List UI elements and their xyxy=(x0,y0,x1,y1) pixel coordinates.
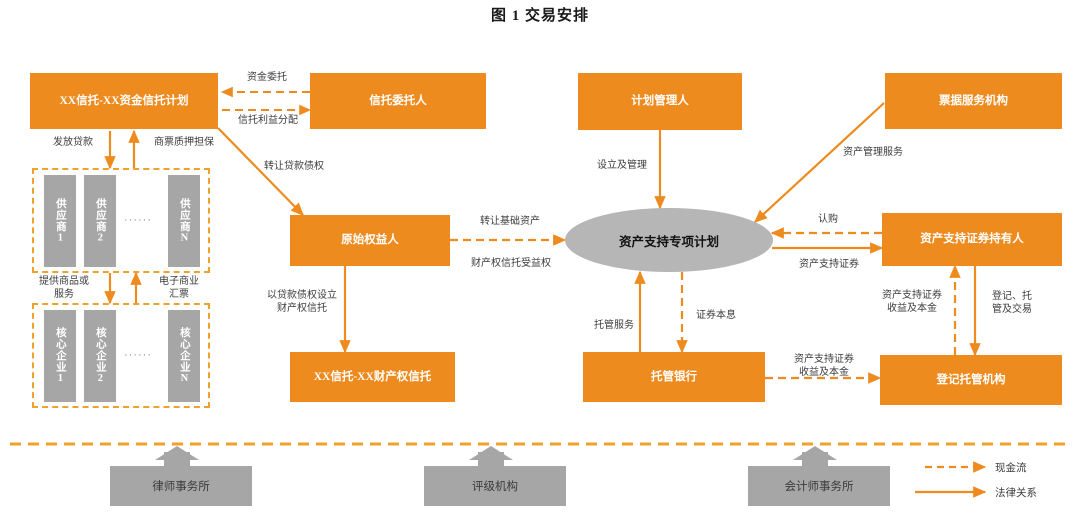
label-abs-income-principal-v: 资产支持证券 收益及本金 xyxy=(882,290,942,314)
edge-asset-mgmt-service xyxy=(754,102,885,223)
up-arrow-head-icon xyxy=(155,446,199,460)
label-asset-mgmt-service: 资产管理服务 xyxy=(843,147,903,158)
label-provide-goods-services: 提供商品或 服务 xyxy=(39,276,89,300)
label-custody-service: 托管服务 xyxy=(594,320,634,331)
label-transfer-loan-claim: 转让贷款债权 xyxy=(264,161,324,172)
up-arrow-head-icon xyxy=(469,446,513,460)
node-fund-trust-plan[interactable]: XX信托-XX资金信托计划 xyxy=(30,73,218,129)
node-core-enterprise-n[interactable]: 核心企业N xyxy=(168,310,200,402)
node-property-trust[interactable]: XX信托-XX财产权信托 xyxy=(290,352,455,402)
core-enterprise-ellipsis: ······ xyxy=(124,349,152,361)
node-originator[interactable]: 原始权益人 xyxy=(290,215,450,266)
node-abs-holder[interactable]: 资产支持证券持有人 xyxy=(882,213,1062,266)
label-setup-and-manage: 设立及管理 xyxy=(597,160,647,171)
page-title: 图 1 交易安排 xyxy=(490,8,589,24)
label-property-trust-beneficiary: 财产权信托受益权 xyxy=(471,258,551,269)
node-trust-settlor[interactable]: 信托委托人 xyxy=(310,73,486,129)
node-abs-special-plan[interactable]: 资产支持专项计划 xyxy=(565,208,773,272)
legend-cash-flow-label: 现金流 xyxy=(995,463,1027,474)
service-law-firm-label: 律师事务所 xyxy=(110,466,252,506)
label-abs-securities: 资产支持证券 xyxy=(799,259,859,270)
label-fund-entrust: 资金委托 xyxy=(247,72,287,83)
node-core-enterprise-1[interactable]: 核心企业1 xyxy=(44,310,76,402)
label-bill-pledge-guarantee: 商票质押担保 xyxy=(154,137,214,148)
supplier-ellipsis: ······ xyxy=(124,214,152,226)
node-plan-manager[interactable]: 计划管理人 xyxy=(578,73,742,130)
label-setup-property-trust: 以贷款债权设立 财产权信托 xyxy=(267,290,337,314)
label-subscribe: 认购 xyxy=(818,214,838,225)
legend-legal-relation-label: 法律关系 xyxy=(995,488,1037,499)
label-transfer-base-asset: 转让基础资产 xyxy=(480,216,540,227)
core-enterprise-group xyxy=(32,303,210,408)
label-securities-principal-interest: 证券本息 xyxy=(696,310,736,321)
supplier-group xyxy=(32,168,210,273)
label-electronic-bill: 电子商业 汇票 xyxy=(159,276,199,300)
label-register-custody-trade: 登记、托 管及交易 xyxy=(992,291,1032,315)
service-rating-agency-label: 评级机构 xyxy=(424,466,566,506)
service-accounting-firm-label: 会计师事务所 xyxy=(748,466,890,506)
node-registration-custody-org[interactable]: 登记托管机构 xyxy=(880,355,1062,405)
label-abs-income-principal-h: 资产支持证券 收益及本金 xyxy=(794,354,854,378)
node-custodian-bank[interactable]: 托管银行 xyxy=(583,352,765,402)
label-issue-loan: 发放贷款 xyxy=(53,137,93,148)
node-bill-service-org[interactable]: 票据服务机构 xyxy=(885,73,1062,129)
node-supplier-1[interactable]: 供应商1 xyxy=(44,175,76,267)
node-supplier-2[interactable]: 供应商2 xyxy=(84,175,116,267)
node-supplier-n[interactable]: 供应商N xyxy=(168,175,200,267)
node-core-enterprise-2[interactable]: 核心企业2 xyxy=(84,310,116,402)
label-trust-benefit-dist: 信托利益分配 xyxy=(238,115,298,126)
up-arrow-head-icon xyxy=(793,446,837,460)
